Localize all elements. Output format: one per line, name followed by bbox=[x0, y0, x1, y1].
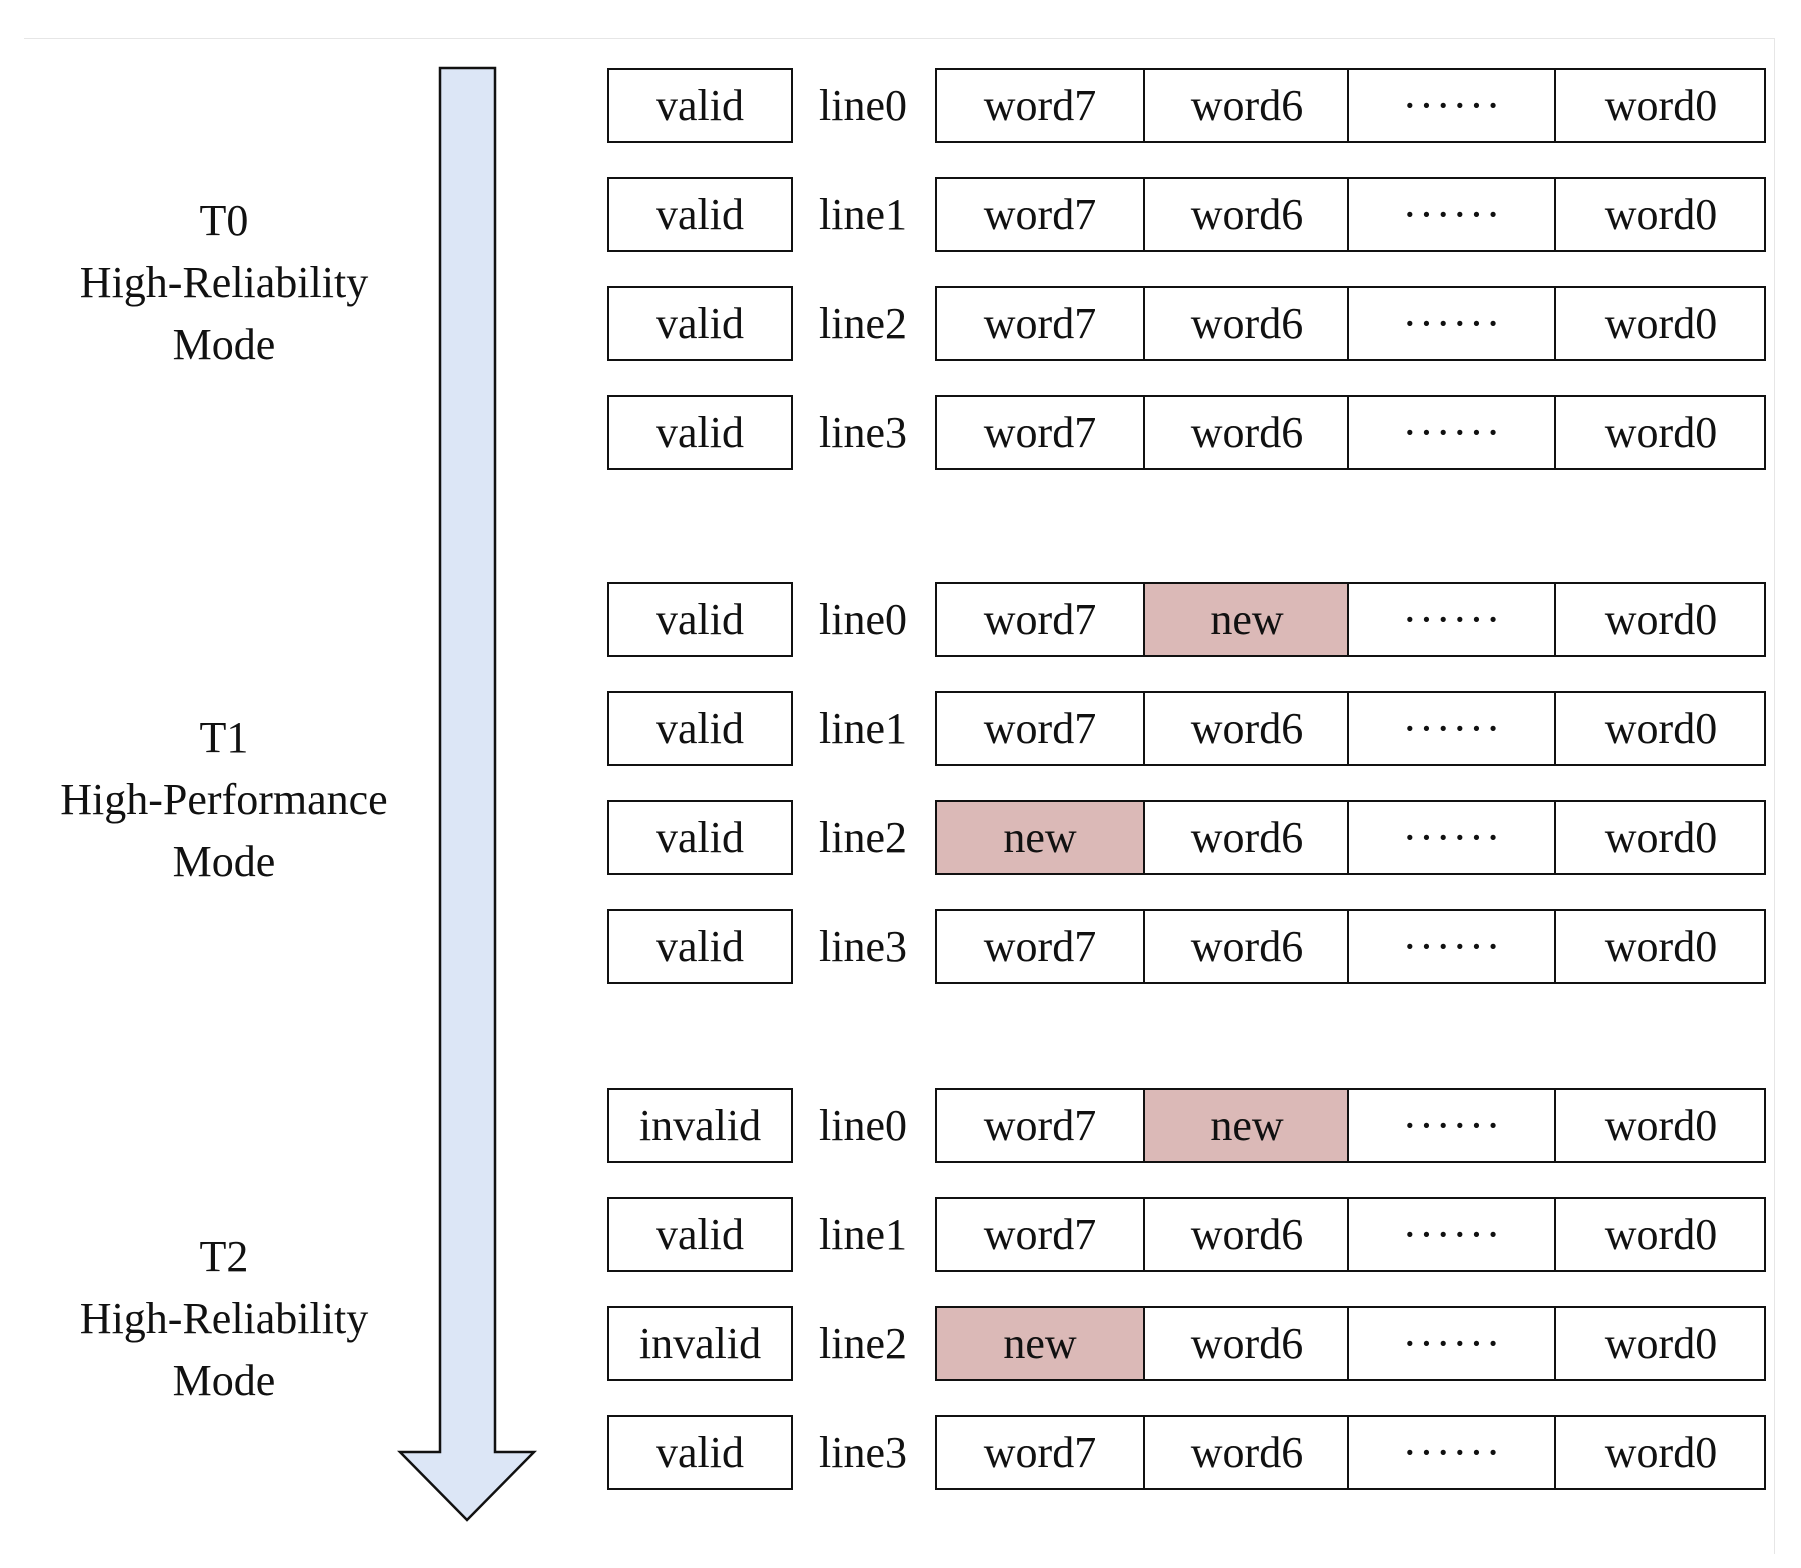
word-cell: word7 bbox=[983, 1428, 1097, 1477]
word-cell: word0 bbox=[1554, 802, 1766, 873]
word-cell: word6 bbox=[1143, 288, 1349, 359]
mode-label-t1: T1 High-Performance Mode bbox=[14, 707, 434, 893]
valid-bit-box: invalid bbox=[607, 1088, 793, 1163]
valid-bit-box: valid bbox=[607, 1197, 793, 1272]
valid-bit-box: valid bbox=[607, 1415, 793, 1490]
line-label: line2 bbox=[819, 1319, 907, 1368]
line-label: line3 bbox=[819, 408, 907, 457]
mode-name: High-Reliability bbox=[79, 258, 369, 307]
word-cell: word7 bbox=[983, 1101, 1097, 1150]
word-cell: word6 bbox=[1143, 802, 1349, 873]
line-label: line1 bbox=[819, 1210, 907, 1259]
word-cell: ······ bbox=[1347, 179, 1556, 250]
word-cell: ······ bbox=[1347, 584, 1556, 655]
word-cell: word6 bbox=[1143, 70, 1349, 141]
word-cell: word0 bbox=[1554, 911, 1766, 982]
word-cell: word7 bbox=[983, 190, 1097, 239]
line-label: line1 bbox=[819, 704, 907, 753]
valid-bit-box: invalid bbox=[607, 1306, 793, 1381]
mode-name: High-Reliability bbox=[79, 1294, 369, 1343]
word-cell-new: new bbox=[1143, 1090, 1349, 1161]
word-array: word7 word6······word0 bbox=[935, 1415, 1766, 1490]
word-cell: word7 bbox=[983, 704, 1097, 753]
word-cell: word6 bbox=[1143, 693, 1349, 764]
word-cell: word0 bbox=[1554, 1199, 1766, 1270]
mode-label-t0: T0 High-Reliability Mode bbox=[14, 190, 434, 376]
valid-bit-box: valid bbox=[607, 68, 793, 143]
word-cell: word7 bbox=[983, 1210, 1097, 1259]
word-cell: ······ bbox=[1347, 802, 1556, 873]
mode-time: T2 bbox=[199, 1232, 249, 1281]
word-array: word7 word6······word0 bbox=[935, 1197, 1766, 1272]
diagram-frame bbox=[24, 38, 1775, 1554]
word-cell: ······ bbox=[1347, 911, 1556, 982]
word-cell: word0 bbox=[1554, 288, 1766, 359]
valid-bit-box: valid bbox=[607, 909, 793, 984]
line-label: line0 bbox=[819, 595, 907, 644]
word-array: word7 new······word0 bbox=[935, 1088, 1766, 1163]
word-cell: word7 bbox=[983, 408, 1097, 457]
mode-time: T1 bbox=[199, 713, 249, 762]
word-cell: word6 bbox=[1143, 911, 1349, 982]
word-cell: word7 bbox=[983, 299, 1097, 348]
word-array: word7 new······word0 bbox=[935, 582, 1766, 657]
word-cell: word6 bbox=[1143, 1308, 1349, 1379]
word-array: word7 word6······word0 bbox=[935, 909, 1766, 984]
line-label: line2 bbox=[819, 813, 907, 862]
word-cell: ······ bbox=[1347, 288, 1556, 359]
line-label: line0 bbox=[819, 1101, 907, 1150]
word-array: word7 word6······word0 bbox=[935, 177, 1766, 252]
word-cell: word0 bbox=[1554, 70, 1766, 141]
word-cell: word6 bbox=[1143, 397, 1349, 468]
word-cell-new: new bbox=[937, 802, 1143, 873]
valid-bit-box: valid bbox=[607, 286, 793, 361]
word-array: word7 word6······word0 bbox=[935, 395, 1766, 470]
word-cell: word6 bbox=[1143, 1417, 1349, 1488]
mode-suffix: Mode bbox=[172, 320, 276, 369]
valid-bit-box: valid bbox=[607, 177, 793, 252]
word-cell: word7 bbox=[983, 81, 1097, 130]
valid-bit-box: valid bbox=[607, 691, 793, 766]
word-array: word7 word6······word0 bbox=[935, 68, 1766, 143]
word-cell: ······ bbox=[1347, 1308, 1556, 1379]
word-cell: word6 bbox=[1143, 1199, 1349, 1270]
word-cell: ······ bbox=[1347, 1199, 1556, 1270]
word-cell: word0 bbox=[1554, 584, 1766, 655]
word-cell: ······ bbox=[1347, 1417, 1556, 1488]
mode-name: High-Performance bbox=[60, 775, 388, 824]
line-label: line3 bbox=[819, 922, 907, 971]
mode-suffix: Mode bbox=[172, 837, 276, 886]
word-cell: word7 bbox=[983, 922, 1097, 971]
word-cell: word6 bbox=[1143, 179, 1349, 250]
valid-bit-box: valid bbox=[607, 800, 793, 875]
word-array: word7 word6······word0 bbox=[935, 286, 1766, 361]
word-cell: word0 bbox=[1554, 1090, 1766, 1161]
line-label: line0 bbox=[819, 81, 907, 130]
word-cell: word7 bbox=[983, 595, 1097, 644]
word-cell: word0 bbox=[1554, 179, 1766, 250]
word-cell: word0 bbox=[1554, 1308, 1766, 1379]
mode-time: T0 bbox=[199, 196, 249, 245]
word-cell: word0 bbox=[1554, 397, 1766, 468]
word-array: word7 word6······word0 bbox=[935, 691, 1766, 766]
time-arrow-shape bbox=[397, 66, 537, 1522]
valid-bit-box: valid bbox=[607, 395, 793, 470]
line-label: line1 bbox=[819, 190, 907, 239]
word-cell: word0 bbox=[1554, 1417, 1766, 1488]
word-cell-new: new bbox=[937, 1308, 1143, 1379]
word-cell-new: new bbox=[1143, 584, 1349, 655]
word-cell: ······ bbox=[1347, 1090, 1556, 1161]
word-cell: word0 bbox=[1554, 693, 1766, 764]
mode-suffix: Mode bbox=[172, 1356, 276, 1405]
line-label: line2 bbox=[819, 299, 907, 348]
word-cell: ······ bbox=[1347, 70, 1556, 141]
mode-label-t2: T2 High-Reliability Mode bbox=[14, 1226, 434, 1412]
line-label: line3 bbox=[819, 1428, 907, 1477]
word-cell: ······ bbox=[1347, 397, 1556, 468]
valid-bit-box: valid bbox=[607, 582, 793, 657]
word-cell: ······ bbox=[1347, 693, 1556, 764]
